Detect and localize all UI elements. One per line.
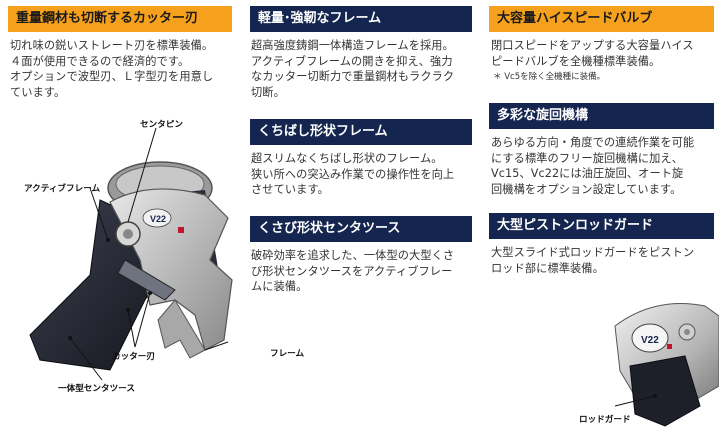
main-frame-shape — [109, 188, 233, 351]
text-line: ムに装備。 — [251, 280, 308, 293]
text-line: び形状センタツースをアクティブフレー — [251, 264, 453, 278]
text-line: 超スリムなくちばし形状のフレーム。 — [251, 152, 443, 165]
text-line: ています。 — [10, 85, 66, 99]
crusher-illustration: V22 — [29, 127, 233, 381]
text-line: オプションで波型刃、Ｌ字型刃を用意し — [10, 70, 214, 83]
text-line: 回機構をオプション設定しています。 — [491, 182, 682, 196]
wedge-section-title: くさび形状センタツース — [250, 216, 472, 242]
callout-center-pin: センタピン — [140, 120, 183, 130]
rod-guard-illustration: V22 — [614, 303, 719, 427]
cutter-section-title: 重量鋼材も切断するカッター刃 — [8, 6, 232, 32]
text-line: 切れ味の鋭いストレート刃を標準装備。 — [10, 39, 214, 52]
wedge-description: 破砕効率を追求した、一体型の大型くさ び形状センタツースをアクティブフレー ムに… — [251, 248, 483, 295]
swivel-description: あらゆる方向・角度での連続作業を可能 にする標準のフリー旋回機構に加え、 Vc1… — [491, 135, 717, 197]
text-line: にする標準のフリー旋回機構に加え、 — [491, 151, 684, 165]
text-line: 閉口スピードをアップする大容量ハイス — [491, 39, 694, 52]
rod-guard-shape — [629, 355, 701, 427]
text-line: あらゆる方向・角度での連続作業を可能 — [491, 136, 695, 149]
callout-center-tooth: 一体型センタツース — [58, 384, 135, 394]
frame-section-title: 軽量･強靭なフレーム — [250, 6, 472, 32]
swivel-section-title: 多彩な旋回機構 — [489, 103, 714, 129]
text-line: ４面が使用できるので経済的です。 — [10, 54, 190, 68]
model-label-small: V22 — [641, 335, 659, 346]
text-line: 切断。 — [251, 85, 285, 99]
text-line: させています。 — [251, 183, 329, 196]
valve-description: 閉口スピードをアップする大容量ハイス ピードバルブを全機種標準装備。 — [491, 38, 717, 69]
text-line: 狭い所への突込み作業での操作性を向上 — [251, 167, 455, 181]
valve-note: ＊ Vc5を除く全機種に装備。 — [493, 72, 606, 82]
text-line: なカッター切断力で重量鋼材もラクラク — [251, 70, 455, 83]
text-line: ピードバルブを全機種標準装備。 — [491, 54, 661, 68]
text-line: 破砕効率を追求した、一体型の大型くさ — [251, 249, 455, 262]
cutter-description: 切れ味の鋭いストレート刃を標準装備。 ４面が使用できるので経済的です。 オプショ… — [10, 38, 242, 100]
valve-section-title: 大容量ハイスピードバルブ — [489, 6, 714, 32]
callout-active-frame: アクティブフレーム — [24, 184, 101, 194]
frame-description: 超高強度鋳鋼一体構造フレームを採用。 アクティブフレームの開きを抑え、強力 なカ… — [251, 38, 483, 100]
text-line: 超高強度鋳鋼一体構造フレームを採用。 — [251, 39, 454, 52]
guard-section-title: 大型ピストンロッドガード — [489, 213, 714, 239]
cutter-blade-shape — [117, 259, 176, 301]
callout-frame: フレーム — [270, 349, 305, 359]
model-label: V22 — [150, 214, 166, 224]
beak-section-title: くちばし形状フレーム — [250, 119, 472, 145]
text-line: Vc15、Vc22には油圧旋回、オート旋 — [491, 167, 684, 180]
text-line: アクティブフレームの開きを抑え、強力 — [251, 54, 453, 68]
callout-rod-guard: ロッドガード — [579, 415, 631, 425]
text-line: ロッド部に標準装備。 — [491, 261, 604, 275]
callout-cutter-blade: カッター刃 — [112, 352, 155, 362]
guard-description: 大型スライド式ロッドガードをピストン ロッド部に標準装備。 — [491, 245, 717, 276]
text-line: 大型スライド式ロッドガードをピストン — [491, 246, 695, 259]
beak-description: 超スリムなくちばし形状のフレーム。 狭い所への突込み作業での操作性を向上 させて… — [251, 151, 483, 198]
